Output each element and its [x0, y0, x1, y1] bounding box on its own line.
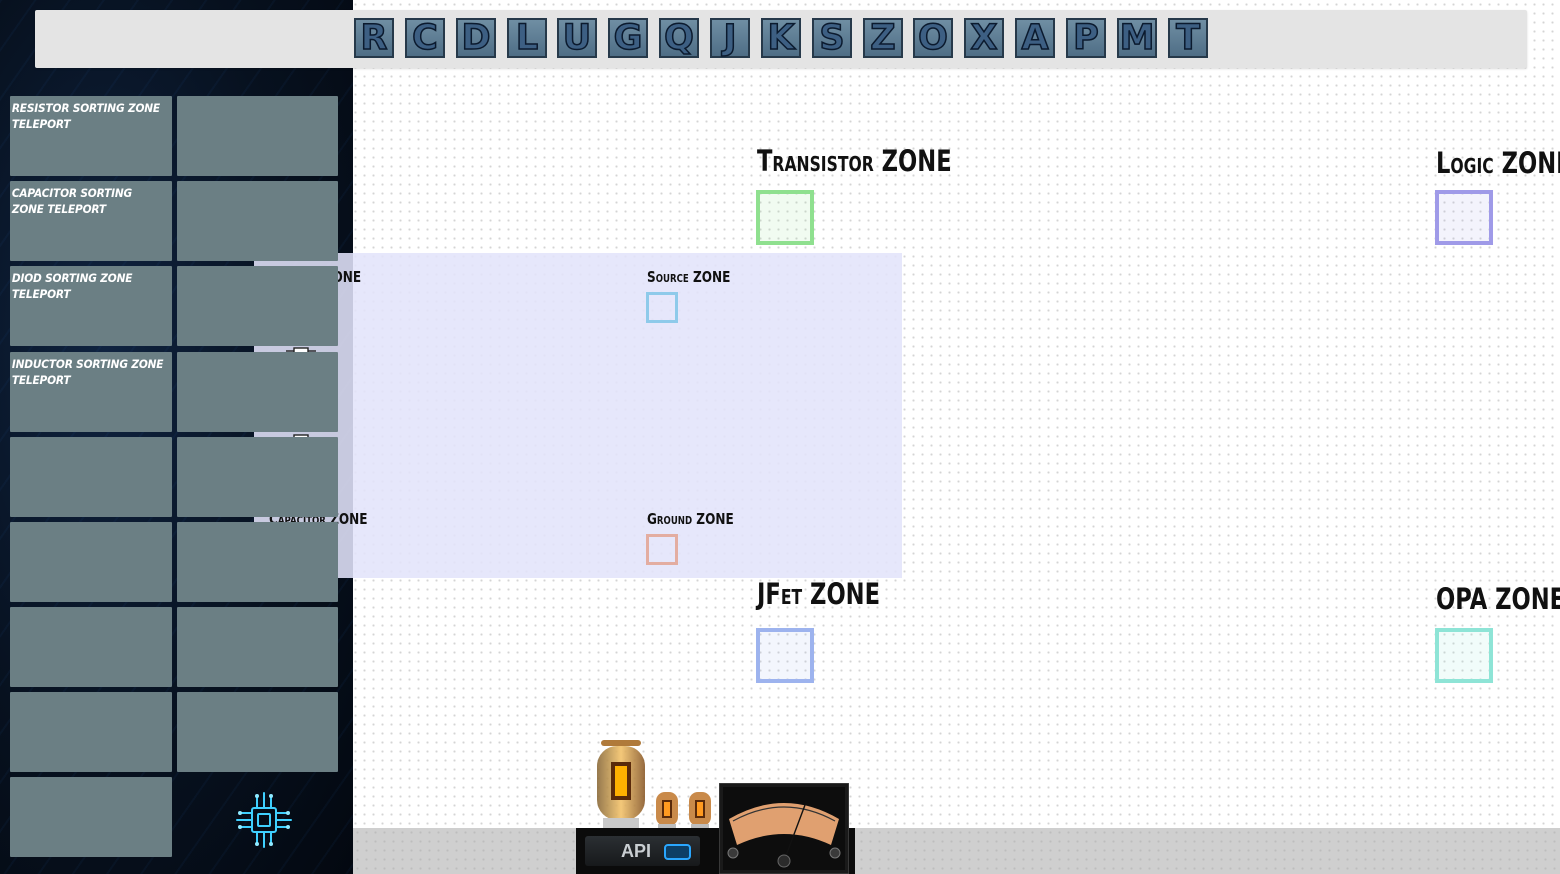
teleport-panel: Resistor sorting zone teleport Capacitor…	[0, 0, 353, 874]
small-tube-icon	[656, 792, 678, 829]
letter-button-a[interactable]: A	[1015, 18, 1055, 58]
source-zone-box[interactable]	[646, 292, 678, 323]
teleport-slot[interactable]	[177, 181, 338, 261]
teleport-slot[interactable]	[177, 352, 338, 432]
teleport-inductor-sorting[interactable]: Inductor sorting zone teleport	[10, 352, 172, 432]
teleport-slot[interactable]	[10, 437, 172, 517]
transistor-zone-title: Transistor ZONE	[757, 144, 952, 178]
transistor-zone-box[interactable]	[756, 190, 814, 245]
logic-zone-box[interactable]	[1435, 190, 1493, 245]
teleport-slot[interactable]	[177, 266, 338, 346]
teleport-slot[interactable]	[177, 692, 338, 772]
letter-button-x[interactable]: X	[964, 18, 1004, 58]
bottom-bar	[353, 828, 1560, 874]
opa-zone-title: OPA ZONE	[1436, 582, 1560, 616]
teleport-label: Capacitor sorting zone teleport	[11, 186, 133, 216]
ground-zone-box[interactable]	[646, 534, 678, 565]
jfet-zone-box[interactable]	[756, 628, 814, 683]
resistor-workspace-panel	[254, 253, 902, 578]
vu-meter-gauge	[719, 783, 849, 874]
teleport-slot[interactable]	[177, 96, 338, 176]
teleport-slot[interactable]	[10, 692, 172, 772]
teleport-label: Inductor sorting zone teleport	[11, 357, 164, 387]
letter-button-t[interactable]: T	[1168, 18, 1208, 58]
letter-button-p[interactable]: P	[1066, 18, 1106, 58]
teleport-capacitor-sorting[interactable]: Capacitor sorting zone teleport	[10, 181, 172, 261]
letter-button-q[interactable]: Q	[659, 18, 699, 58]
teleport-slot[interactable]	[177, 437, 338, 517]
letter-button-z[interactable]: Z	[863, 18, 903, 58]
jfet-zone-title: JFet ZONE	[757, 577, 881, 611]
api-toggle[interactable]	[664, 844, 691, 860]
api-label: API	[621, 840, 652, 861]
teleport-label: Resistor sorting zone teleport	[11, 101, 160, 131]
teleport-slot[interactable]	[177, 522, 338, 602]
logic-zone-title: Logic ZONE	[1436, 146, 1560, 180]
source-zone-title: Source ZONE	[647, 268, 731, 286]
letter-button-l[interactable]: L	[507, 18, 547, 58]
letter-button-u[interactable]: U	[557, 18, 597, 58]
teleport-label: Diod sorting zone teleport	[11, 271, 133, 301]
api-button[interactable]: API	[585, 836, 700, 866]
letter-button-o[interactable]: O	[913, 18, 953, 58]
teleport-slot[interactable]	[10, 777, 172, 857]
teleport-slot[interactable]	[10, 522, 172, 602]
letter-button-r[interactable]: R	[354, 18, 394, 58]
letter-button-j[interactable]: J	[710, 18, 750, 58]
circuit-chip-icon[interactable]	[234, 790, 294, 850]
teleport-diod-sorting[interactable]: Diod sorting zone teleport	[10, 266, 172, 346]
teleport-slot[interactable]	[10, 607, 172, 687]
letter-button-g[interactable]: G	[608, 18, 648, 58]
opa-zone-box[interactable]	[1435, 628, 1493, 683]
letter-button-d[interactable]: D	[456, 18, 496, 58]
vacuum-tube-icon	[597, 740, 645, 828]
small-tube-icon	[689, 792, 711, 829]
ground-zone-title: Ground ZONE	[647, 510, 734, 528]
letter-button-s[interactable]: S	[812, 18, 852, 58]
letter-button-c[interactable]: C	[405, 18, 445, 58]
teleport-resistor-sorting[interactable]: Resistor sorting zone teleport	[10, 96, 172, 176]
teleport-slot[interactable]	[177, 607, 338, 687]
letter-button-m[interactable]: M	[1117, 18, 1157, 58]
letter-button-k[interactable]: K	[761, 18, 801, 58]
